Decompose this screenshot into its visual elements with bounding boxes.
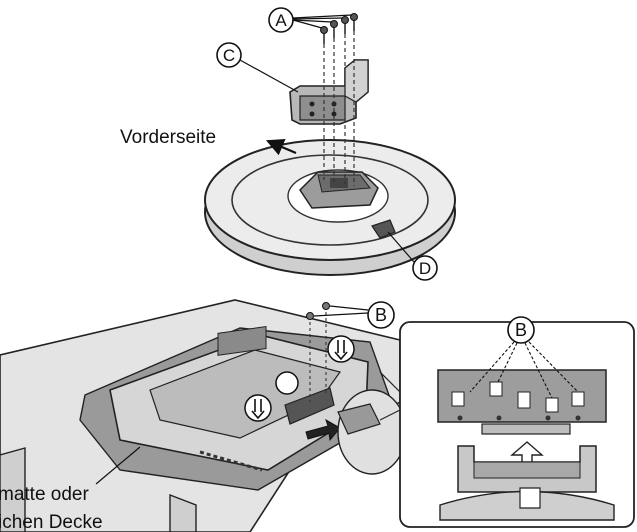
screws-a	[320, 13, 358, 44]
inset-stand-bracket	[439, 445, 615, 521]
svg-text:Vorderseite: Vorderseite	[120, 127, 216, 148]
svg-text:ichen Decke: ichen Decke	[0, 512, 103, 532]
alignment-lines	[323, 31, 355, 186]
svg-text:C: C	[223, 46, 235, 65]
svg-text:B: B	[515, 320, 527, 340]
svg-text:A: A	[275, 11, 287, 30]
callout-b-inset: B	[469, 316, 579, 399]
callout-c: C	[216, 42, 299, 93]
tv-back	[109, 326, 369, 472]
mat-label: matte oder ichen Decke	[0, 446, 141, 532]
bracket-c	[289, 59, 369, 125]
svg-text:B: B	[375, 305, 387, 325]
pedestal-base	[204, 139, 456, 276]
front-side-label: Vorderseite	[120, 127, 297, 156]
callout-d: D	[387, 231, 438, 281]
callout-b-main: B	[313, 301, 395, 329]
screws-b	[306, 302, 330, 402]
svg-text:D: D	[419, 259, 431, 278]
svg-text:matte oder: matte oder	[0, 484, 89, 505]
stand-neck-lower	[337, 389, 407, 475]
callout-a: A	[268, 7, 353, 33]
insert-arrow	[305, 418, 341, 442]
